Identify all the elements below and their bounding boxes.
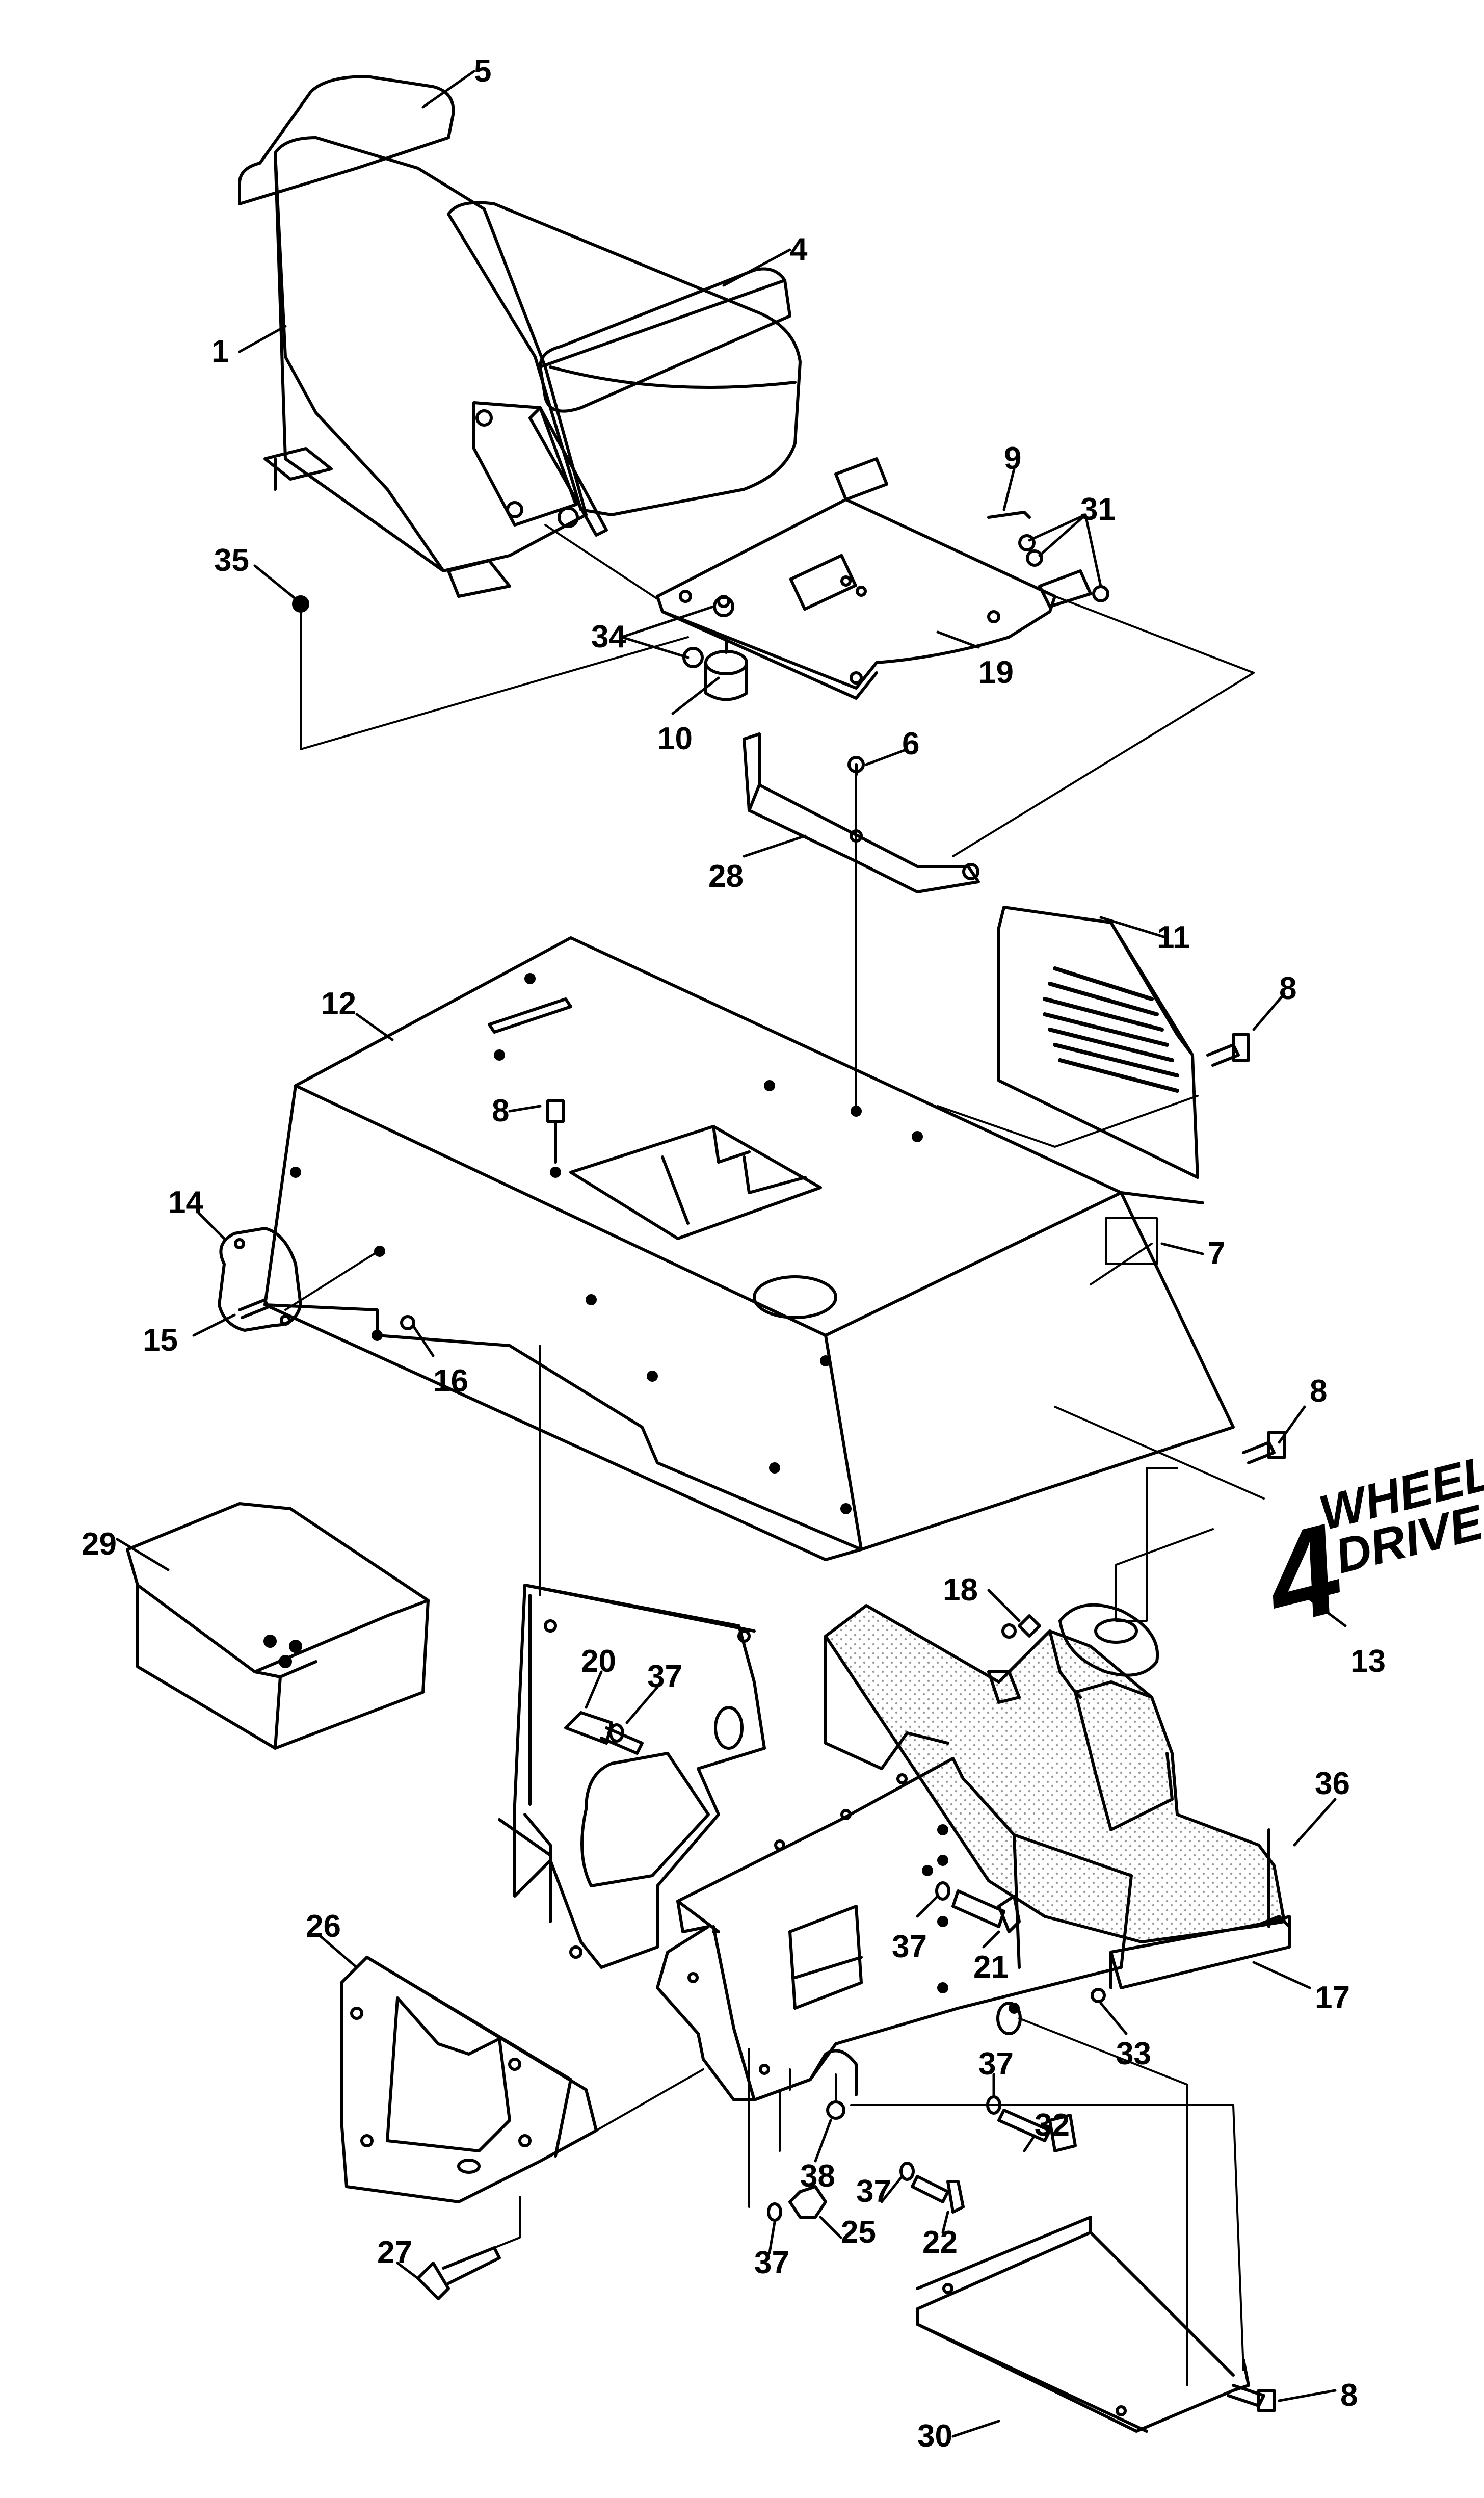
seat-mounting-plate — [656, 457, 1092, 700]
callout-15: 15 — [143, 1323, 178, 1358]
callout-4: 4 — [790, 232, 808, 267]
callout-16: 16 — [433, 1363, 468, 1399]
callout-26: 26 — [306, 1909, 341, 1944]
hardware — [238, 1033, 1286, 2412]
seat-shroud — [263, 936, 1235, 1561]
leader-lines — [116, 70, 1347, 2438]
callout-17: 17 — [1315, 1980, 1350, 2015]
callout-37: 37 — [856, 2174, 891, 2209]
callout-8: 8 — [492, 1093, 509, 1128]
callout-5: 5 — [474, 54, 491, 89]
callout-14: 14 — [168, 1185, 203, 1220]
callout-1: 1 — [211, 334, 229, 369]
callout-11: 11 — [1157, 920, 1190, 955]
footrest-plate — [916, 2216, 1250, 2433]
callout-8: 8 — [1310, 1374, 1327, 1409]
callout-30: 30 — [917, 2418, 952, 2454]
callout-33: 33 — [1116, 2036, 1151, 2071]
oval-cover — [218, 1227, 385, 1332]
callout-27: 27 — [377, 2235, 412, 2270]
callout-13: 13 — [1350, 1644, 1386, 1679]
callout-labels: 5 4 1 9 31 35 34 19 10 6 28 11 8 12 8 14… — [82, 54, 1386, 2454]
callout-28: 28 — [708, 859, 744, 894]
callout-37: 37 — [892, 1929, 927, 1964]
callout-6: 6 — [902, 726, 919, 761]
callout-19: 19 — [978, 655, 1014, 690]
callout-35: 35 — [214, 543, 249, 578]
left-side-panel — [498, 1584, 766, 1969]
callout-29: 29 — [82, 1527, 117, 1562]
callout-37: 37 — [647, 1659, 682, 1694]
callout-18: 18 — [943, 1572, 978, 1608]
four-wheel-drive-decal: 4 WHEEL DRIVE — [1250, 1445, 1484, 1652]
callout-38: 38 — [800, 2159, 835, 2194]
fuel-tank — [824, 1603, 1286, 1943]
rubber-bumper — [704, 636, 748, 701]
cross-bracket — [340, 1956, 598, 2203]
callout-36: 36 — [1315, 1766, 1350, 1801]
callout-12: 12 — [321, 986, 356, 1021]
seat-assembly — [238, 75, 802, 598]
callout-7: 7 — [1208, 1236, 1225, 1271]
callout-25: 25 — [841, 2215, 876, 2250]
battery-tray — [126, 1502, 430, 1750]
callout-31: 31 — [1080, 492, 1116, 527]
callout-20: 20 — [581, 1644, 616, 1679]
seat-support-bracket — [743, 732, 980, 893]
callout-9: 9 — [1004, 441, 1021, 476]
callout-8: 8 — [1279, 971, 1296, 1006]
callout-32: 32 — [1035, 2108, 1070, 2143]
callout-34: 34 — [591, 619, 626, 654]
rear-grille-panel — [997, 906, 1199, 1179]
callout-22: 22 — [922, 2225, 958, 2260]
callout-37: 37 — [978, 2046, 1014, 2082]
callout-8: 8 — [1340, 2378, 1358, 2413]
callout-37: 37 — [754, 2245, 789, 2280]
callout-21: 21 — [973, 1950, 1009, 1985]
callout-10: 10 — [657, 721, 693, 756]
